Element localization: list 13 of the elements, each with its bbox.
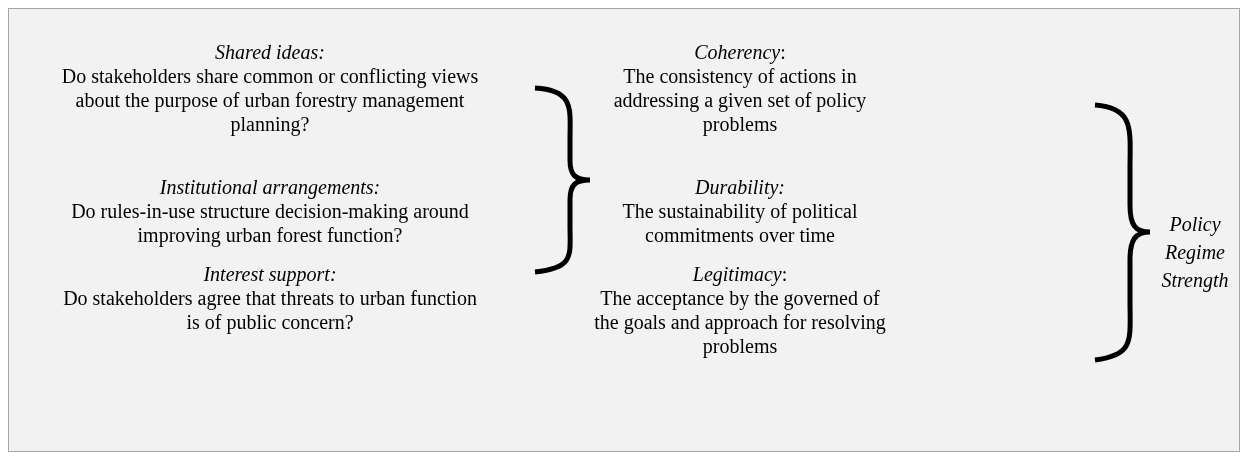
question-text: Do rules-in-use structure decision-making around improving urban forest function? xyxy=(70,199,470,247)
description-text: The acceptance by the governed of the goals and approach for resolving problems xyxy=(593,286,887,358)
section-heading: Shared ideas: xyxy=(214,40,326,64)
section-heading: Institutional arrangements: xyxy=(158,175,382,199)
section-heading: Legitimacy: xyxy=(691,262,789,286)
description-text: The sustainability of political commitments over time xyxy=(621,199,859,247)
outcome-label: Policy Regime Strength xyxy=(1160,212,1230,294)
description-text: The consistency of actions in addressing a given set of policy problems xyxy=(612,64,868,136)
section-heading: Coherency: xyxy=(693,40,787,64)
question-text: Do stakeholders agree that threats to urban function is of public concern? xyxy=(62,286,478,334)
section-heading: Durability: xyxy=(694,175,786,199)
question-text: Do stakeholders share common or conflicting views about the purpose of urban forestry management planning? xyxy=(60,64,480,136)
section-heading: Interest support: xyxy=(202,262,338,286)
